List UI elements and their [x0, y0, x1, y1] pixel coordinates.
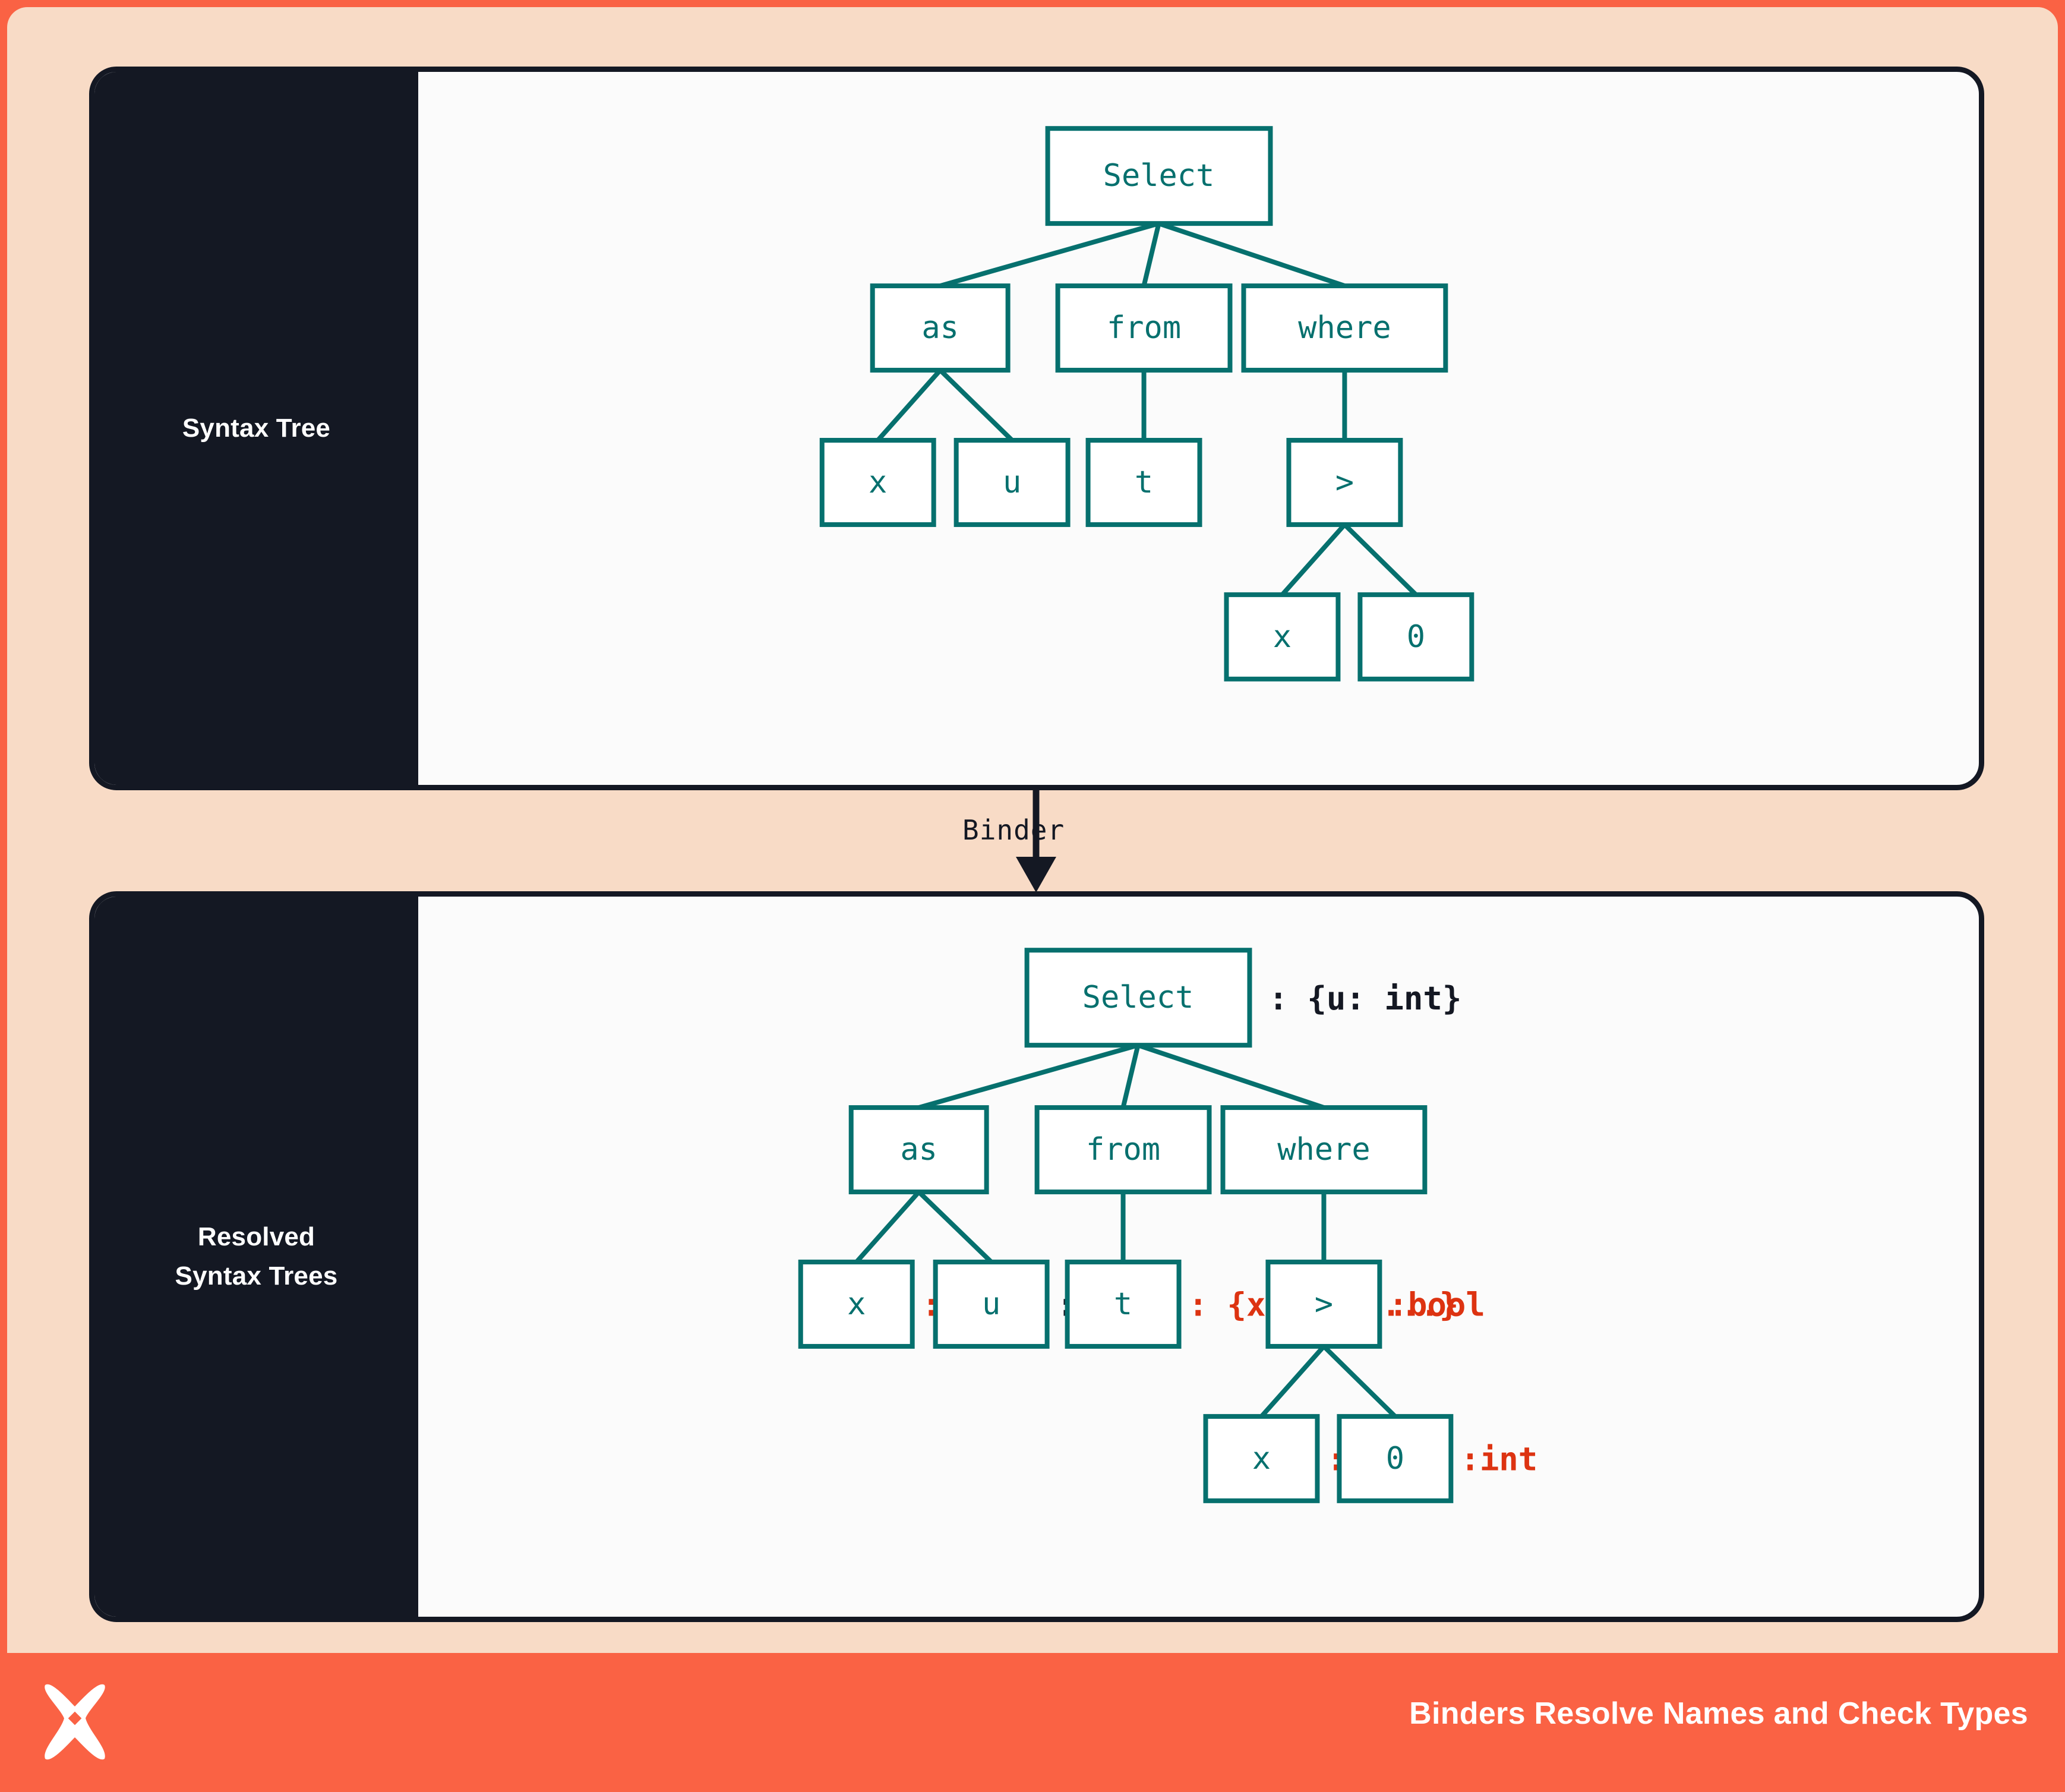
tree-node-u-as-top[interactable]: u — [953, 437, 1071, 527]
tree-node-x-gt-top[interactable]: x — [1224, 592, 1341, 682]
node-label: 0 — [1407, 619, 1425, 655]
node-label: 0 — [1386, 1441, 1404, 1476]
node-label: from — [1107, 310, 1181, 346]
node-label: > — [1335, 465, 1354, 500]
panel-top-canvas: Select as from where x — [418, 72, 1979, 785]
tree-node-select-bottom[interactable]: Select — [1024, 948, 1252, 1048]
tree-node-from-top[interactable]: from — [1055, 283, 1233, 373]
node-label: x — [869, 465, 887, 500]
tree-node-t-from-bottom[interactable]: t — [1065, 1259, 1182, 1349]
footer-bar: Binders Resolve Names and Check Types — [0, 1653, 2065, 1792]
tree-node-x-gt-bottom[interactable]: x — [1203, 1414, 1320, 1503]
panel-resolved-syntax-trees: Resolved Syntax Trees Sele — [89, 891, 1984, 1622]
node-label: x — [1273, 619, 1292, 655]
tree-edges-top — [876, 221, 1418, 597]
tree-node-t-from-top[interactable]: t — [1085, 437, 1202, 527]
tree-node-select-top[interactable]: Select — [1045, 126, 1273, 226]
node-label: x — [847, 1286, 866, 1322]
node-label: as — [900, 1132, 937, 1168]
butterfly-x-logo-icon — [37, 1680, 113, 1763]
tree-edges-bottom — [854, 1043, 1397, 1418]
node-label: x — [1252, 1441, 1271, 1476]
tree-node-where-bottom[interactable]: where — [1220, 1105, 1428, 1195]
node-label: Select — [1082, 980, 1194, 1015]
binder-label: Binder — [962, 814, 1065, 846]
panel-bottom-sidebar: Resolved Syntax Trees — [94, 897, 418, 1617]
node-label: t — [1135, 465, 1153, 500]
tree-node-gt-where-bottom[interactable]: > — [1265, 1259, 1382, 1349]
node-label: u — [982, 1286, 1000, 1322]
panel-bottom-canvas: Select : {u: int} as from where — [418, 897, 1979, 1617]
node-label: u — [1003, 465, 1021, 500]
node-label: t — [1114, 1286, 1132, 1322]
tree-node-u-as-bottom[interactable]: u — [933, 1259, 1050, 1349]
type-annotation-gt-where: :bool — [1388, 1286, 1485, 1324]
node-label: where — [1277, 1132, 1370, 1168]
tree-node-from-bottom[interactable]: from — [1034, 1105, 1212, 1195]
tree-node-x-as-bottom[interactable]: x — [798, 1259, 915, 1349]
node-label: where — [1298, 310, 1391, 346]
tree-node-as-top[interactable]: as — [870, 283, 1011, 373]
node-label: as — [921, 310, 959, 346]
tree-node-zero-gt-top[interactable]: 0 — [1357, 592, 1474, 682]
type-annotation-select: : {u: int} — [1268, 980, 1461, 1017]
tree-node-x-as-top[interactable]: x — [819, 437, 936, 527]
node-label: > — [1315, 1286, 1333, 1322]
node-label: Select — [1103, 158, 1215, 194]
tree-node-gt-where-top[interactable]: > — [1286, 437, 1403, 527]
node-label: from — [1086, 1132, 1160, 1168]
footer-title: Binders Resolve Names and Check Types — [1409, 1696, 2028, 1731]
panel-top-sidebar: Syntax Tree — [94, 72, 418, 785]
tree-node-as-bottom[interactable]: as — [848, 1105, 989, 1195]
panel-top-sidebar-label: Syntax Tree — [182, 414, 331, 443]
panel-syntax-tree: Syntax Tree — [89, 67, 1984, 790]
tree-node-zero-gt-bottom[interactable]: 0 — [1337, 1414, 1454, 1503]
panel-bottom-sidebar-label: Resolved Syntax Trees — [175, 1222, 338, 1291]
tree-node-where-top[interactable]: where — [1241, 283, 1448, 373]
binder-connector — [89, 790, 1984, 892]
type-annotation-zero-gt: :int — [1460, 1441, 1537, 1478]
